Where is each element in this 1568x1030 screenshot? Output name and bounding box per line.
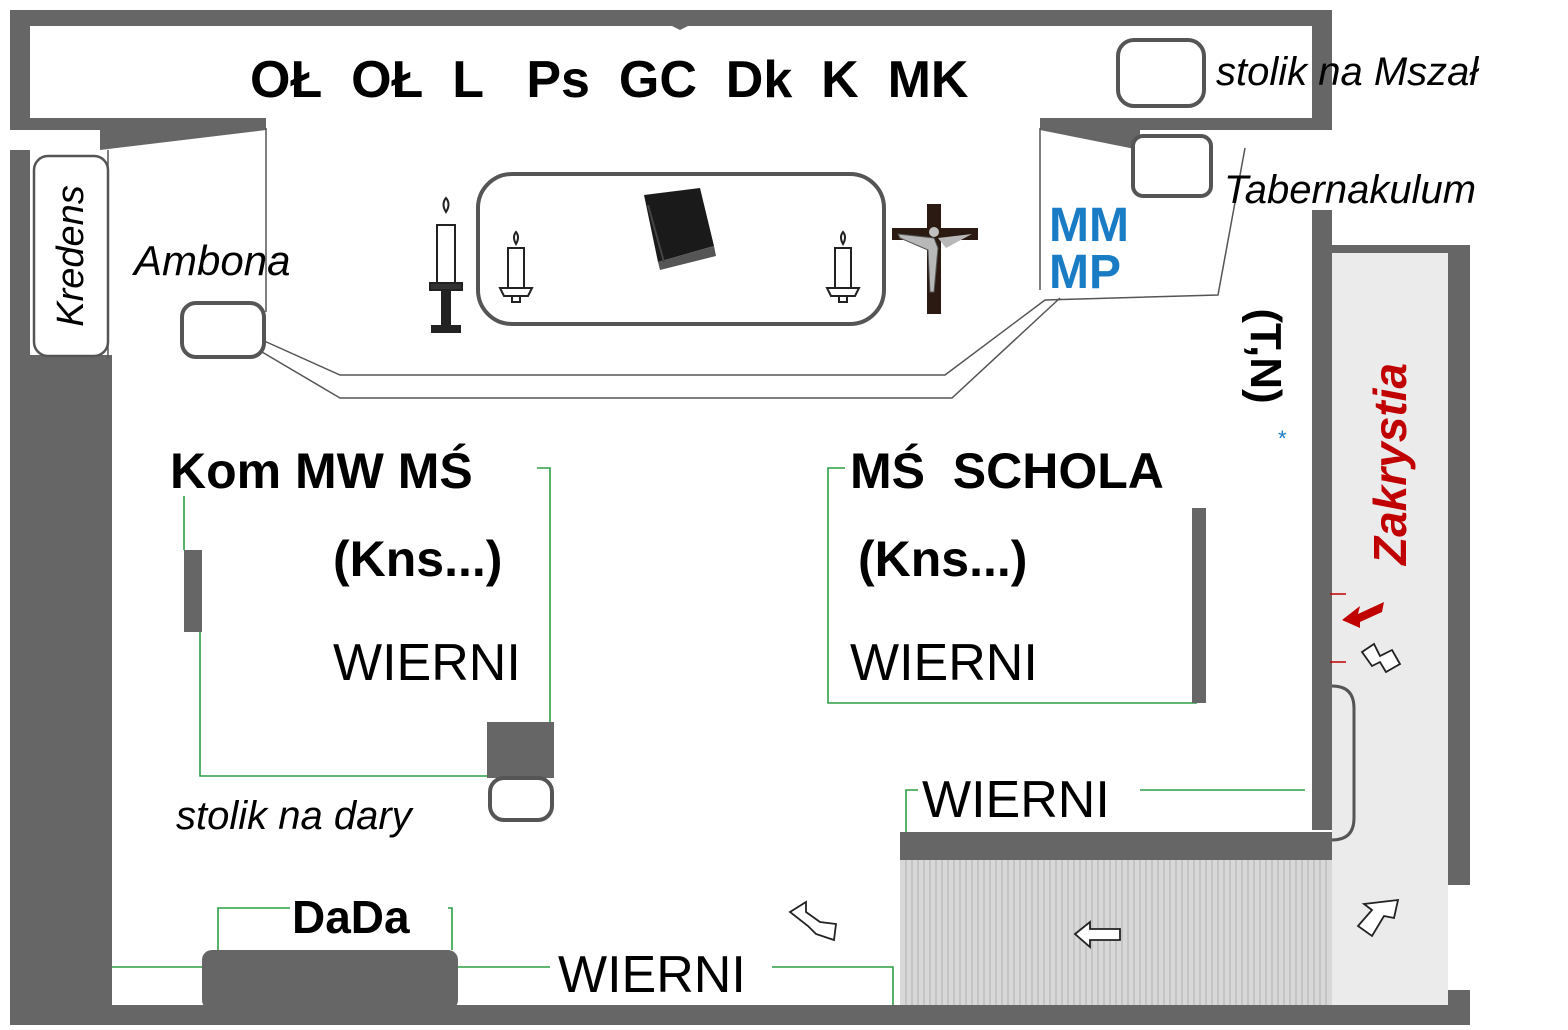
candle-icon [825, 230, 861, 303]
bottom-right-faithful: WIERNI [922, 771, 1110, 829]
guide-lines [112, 467, 1305, 1005]
walls [10, 10, 1470, 1025]
sacristy-door [1331, 684, 1356, 842]
book-icon [644, 188, 716, 270]
sacristy-label: Zakrystia [1364, 362, 1416, 566]
bench [202, 950, 458, 1010]
crucifix-icon [892, 204, 978, 314]
sanctuary-roles-label: OŁ OŁ L Ps GC Dk K MK [250, 51, 969, 109]
candle-icon [498, 230, 534, 303]
door-arrow-icon [1360, 642, 1402, 674]
dada-label: DaDa [292, 891, 410, 943]
tn-label: (T,N) [1241, 308, 1290, 404]
mm-label: MM [1049, 199, 1129, 252]
door-arrow-icon [788, 900, 838, 942]
ambo-shape [180, 301, 266, 359]
gifts-table-label: stolik na dary [176, 794, 412, 838]
right-group-kns: (Kns...) [858, 531, 1028, 587]
red-arrow-icon [1342, 602, 1384, 628]
pew-divider [1192, 508, 1206, 703]
door-arrow-icon [1356, 898, 1400, 938]
missal-table-label: stolik na Mszał [1216, 50, 1479, 94]
sacristy-entrance-marks [1330, 593, 1346, 663]
pew-divider [184, 550, 202, 632]
right-group-title: MŚ SCHOLA [850, 443, 1164, 499]
gifts-table-shape [488, 776, 554, 822]
credence-label: Kredens [50, 185, 92, 327]
left-group-kns: (Kns...) [333, 531, 503, 587]
gifts-stand [487, 722, 554, 778]
asterisk-mark: * [1278, 426, 1287, 451]
ambo-label: Ambona [134, 237, 291, 284]
credence-shape [32, 154, 110, 358]
left-group-faithful: WIERNI [333, 634, 521, 692]
door-arrow-icon [1073, 920, 1121, 949]
candle-icon [429, 196, 463, 333]
tabernacle-shape [1131, 134, 1213, 198]
tabernacle-label: Tabernakulum [1224, 168, 1477, 212]
left-group-title: Kom MW MŚ [170, 443, 473, 499]
mp-label: MP [1049, 246, 1121, 299]
bottom-faithful: WIERNI [558, 946, 746, 1004]
missal-table-shape [1116, 38, 1206, 108]
right-group-faithful: WIERNI [850, 634, 1038, 692]
sanctuary-outline [107, 128, 1246, 399]
